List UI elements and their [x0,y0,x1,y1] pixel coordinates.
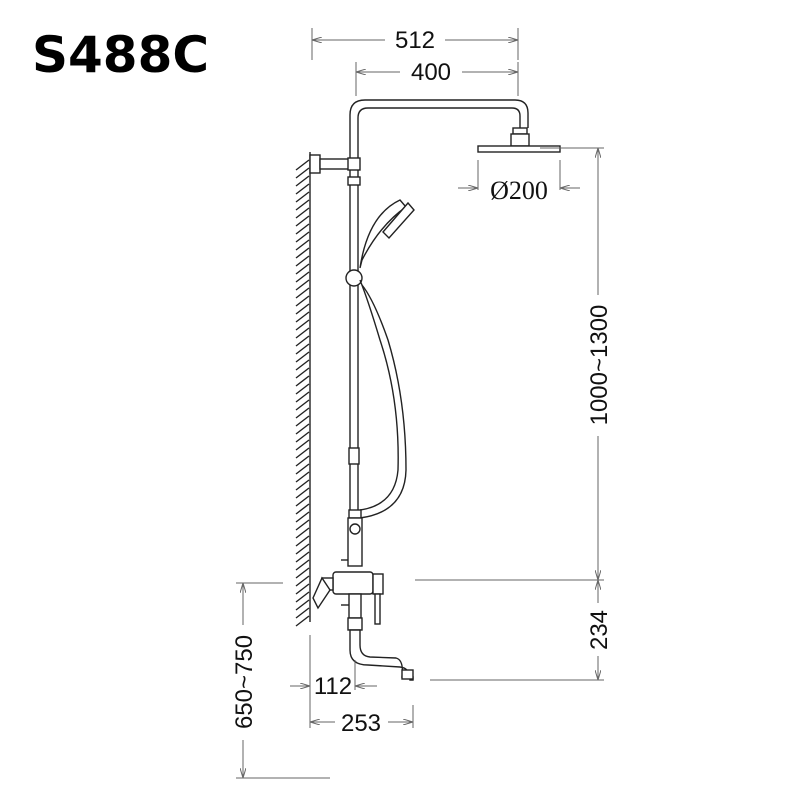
hatch-line [295,167,310,179]
hatch-line [295,319,310,331]
mixer-lever [374,593,381,625]
hatch-line [295,439,310,451]
hatch-line [295,295,310,307]
hatch-line [295,423,310,435]
hatch-line [295,575,310,587]
hatch-line [295,287,310,299]
hatch-line [295,447,310,459]
dim-253: 253 [341,710,381,737]
dimension-heights-right: 1000~1300 234 [415,147,613,681]
hatch-line [295,215,310,227]
hatch-line [295,175,310,187]
hatch-line [295,375,310,387]
dimension-mixer-height: 650~750 [231,582,330,779]
hatch-line [295,359,310,371]
dim-234: 234 [586,610,613,650]
shower-column [309,99,561,681]
hatch-line [295,343,310,355]
hatch-line [295,415,310,427]
hatch-line [295,479,310,491]
hatch-line [295,279,310,291]
hatch-line [295,207,310,219]
hand-shower [359,199,408,269]
hatch-line [295,535,310,547]
hatch-line [295,455,310,467]
hatch-line [295,583,310,595]
hatch-line [295,543,310,555]
wall [295,152,311,627]
hatch-line [295,367,310,379]
hatch-line [295,191,310,203]
wall-elbow [312,576,331,610]
hatch-line [295,487,310,499]
hatch-line [295,271,310,283]
hatch-line [295,551,310,563]
hatch-line [295,559,310,571]
hatch-line [295,223,310,235]
hatch-line [295,231,310,243]
wall-flange [309,154,321,174]
hatch-line [295,383,310,395]
slide-holder [345,269,363,287]
hatch-line [295,159,310,171]
hatch-line [295,591,310,603]
hatch-line [295,239,310,251]
hatch-line [295,503,310,515]
dim-112: 112 [314,673,352,700]
hatch-line [295,599,310,611]
dim-1000-1300: 1000~1300 [586,305,613,426]
dim-512: 512 [395,27,435,54]
hatch-line [295,247,310,259]
wall-bracket [319,158,351,170]
hatch-line [295,263,310,275]
hatch-line [295,199,310,211]
hatch-line [295,615,310,627]
dimension-spout: 112 253 [290,635,414,737]
mixer-body [332,571,374,595]
hatch-line [295,351,310,363]
dim-diameter-200: Ø200 [490,176,548,205]
head-connector [510,133,530,147]
model-title: S488C [32,26,209,84]
rain-shower-head [477,145,561,153]
hatch-line [295,407,310,419]
hatch-line [295,519,310,531]
hatch-line [295,471,310,483]
dimension-head-diameter: Ø200 [458,160,580,205]
hatch-line [295,463,310,475]
hatch-line [295,527,310,539]
dim-650-750: 650~750 [231,635,258,729]
dim-400: 400 [411,59,451,86]
hatch-line [295,183,310,195]
hatch-line [295,391,310,403]
hatch-line [295,567,310,579]
hatch-line [295,303,310,315]
hatch-line [295,311,310,323]
hatch-line [295,327,310,339]
dimension-overall-width: 512 [311,27,519,60]
hatch-line [295,255,310,267]
hatch-line [295,607,310,619]
hatch-line [295,495,310,507]
hatch-line [295,511,310,523]
dimension-arm-length: 400 [355,59,519,96]
hatch-line [295,399,310,411]
hatch-line [295,335,310,347]
hatch-line [295,431,310,443]
